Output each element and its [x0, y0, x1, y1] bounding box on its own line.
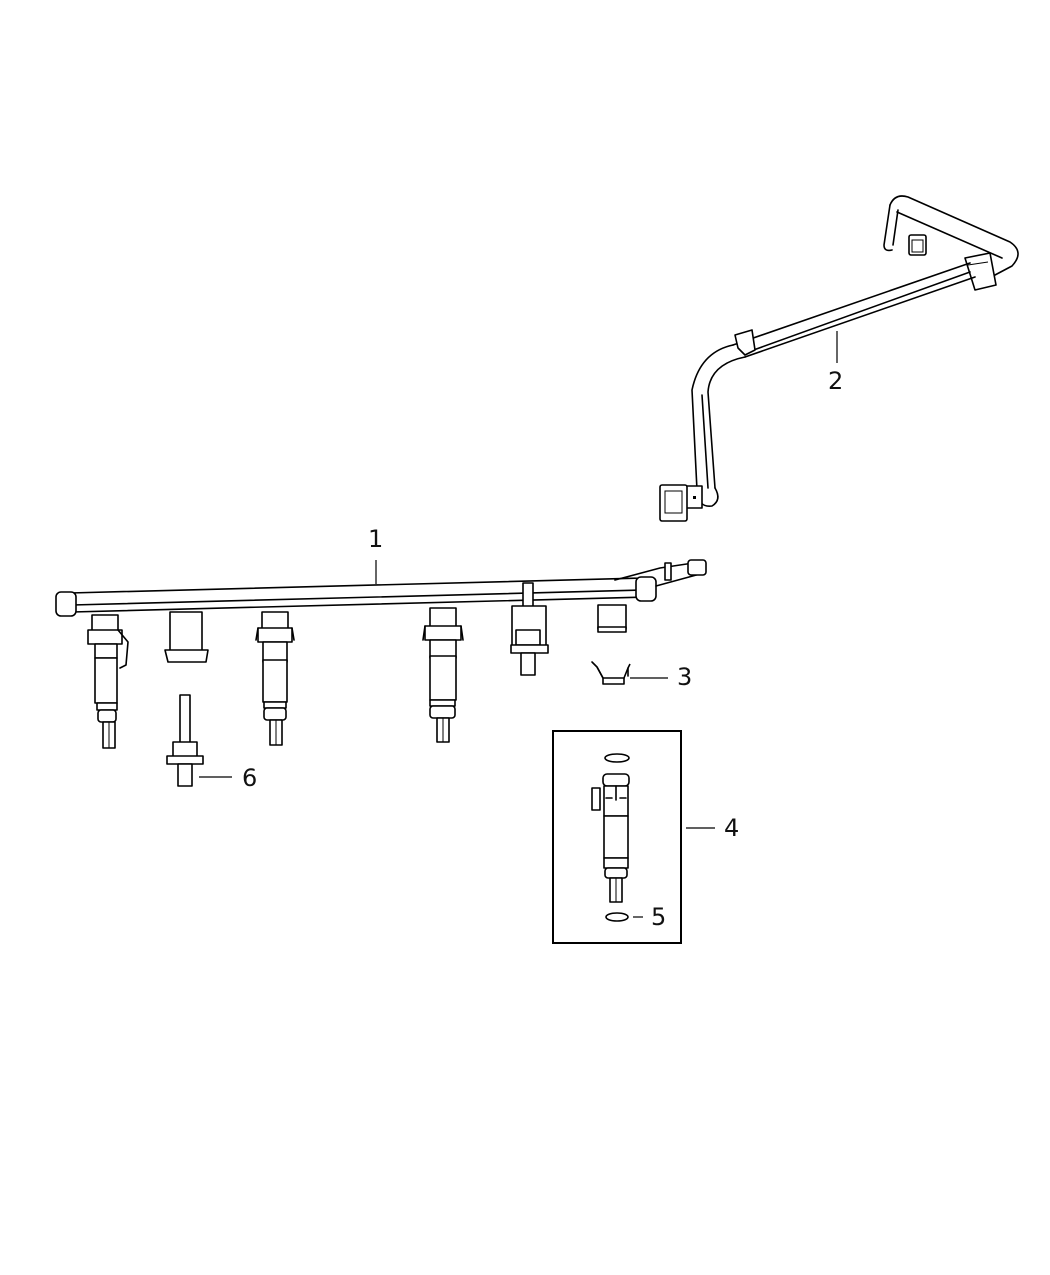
injector-3	[422, 607, 464, 743]
fuel-rail-assembly	[55, 559, 707, 749]
retaining-clip	[591, 661, 631, 685]
injector-2	[255, 611, 295, 746]
callout-3: 3	[677, 663, 693, 691]
callout-2: 2	[828, 367, 844, 395]
rail-bracket	[164, 611, 209, 663]
callout-4: 4	[724, 814, 740, 842]
callout-6: 6	[242, 764, 258, 792]
rail-stud	[510, 582, 549, 676]
injector-kit-inset	[552, 730, 682, 944]
stud-bolt	[166, 694, 204, 787]
fuel-tube-assembly	[659, 195, 1019, 522]
callout-5: 5	[651, 903, 667, 931]
injector-1	[87, 614, 129, 749]
rail-port	[597, 604, 627, 633]
callout-1: 1	[368, 525, 384, 553]
